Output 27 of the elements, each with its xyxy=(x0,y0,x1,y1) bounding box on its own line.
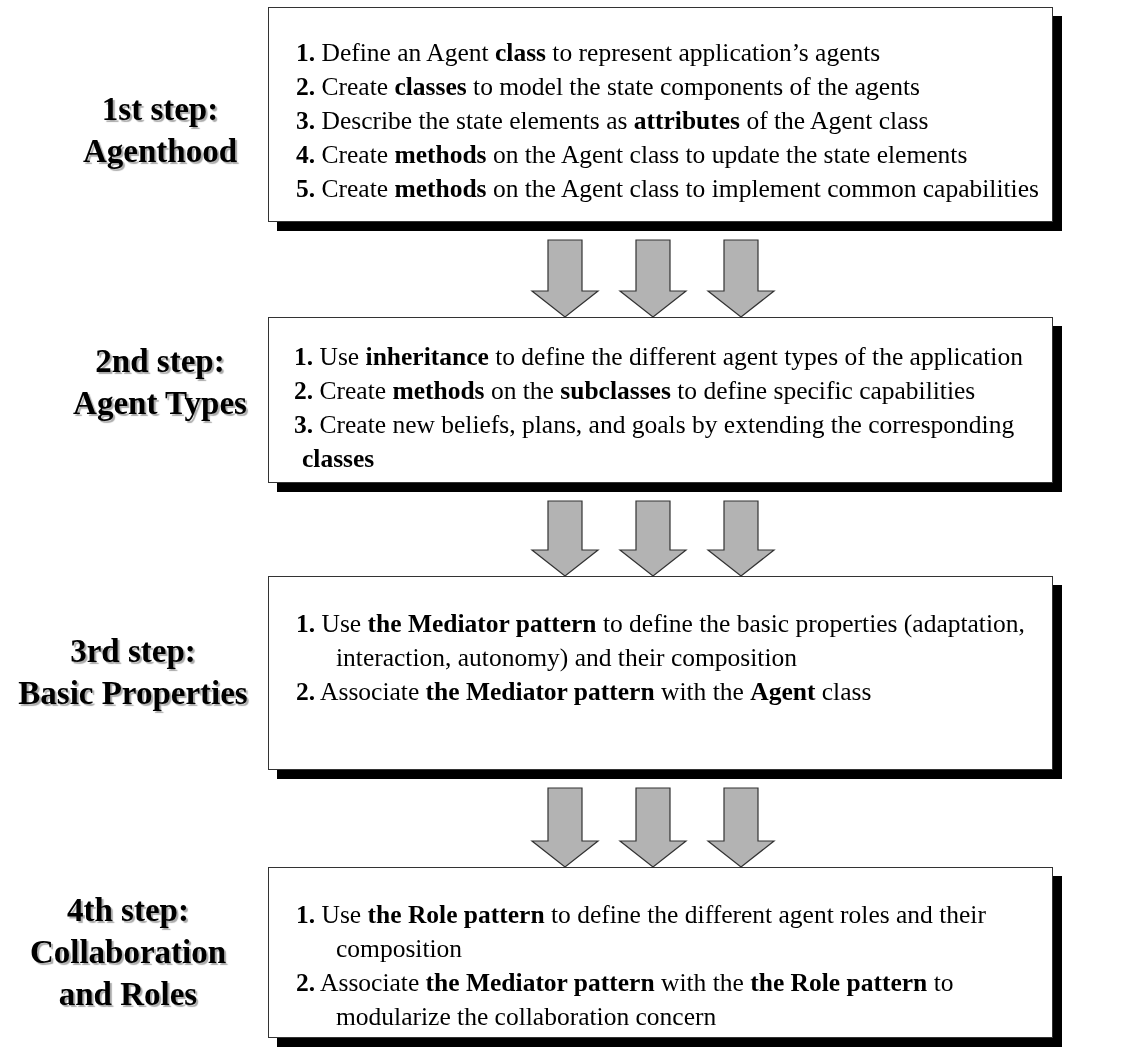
step-label: Collaboration and Roles xyxy=(28,933,228,1014)
step-label: Basic Properties xyxy=(18,674,248,713)
block-arrow xyxy=(618,500,688,577)
block-arrow xyxy=(706,239,776,318)
step-label: Agent Types xyxy=(73,384,247,423)
step-label: 4th step: xyxy=(67,891,189,930)
step-label: 2nd step: xyxy=(95,342,225,381)
step-label: 1st step: xyxy=(101,90,219,129)
block-arrow xyxy=(530,239,600,318)
block-arrow xyxy=(618,239,688,318)
list-item: 2. Associate the Mediator pattern with the the Role pattern to modularize the collaboration concern xyxy=(296,967,955,1033)
list-item: 2. Create methods on the subclasses to define specific capabilities xyxy=(294,375,977,407)
list-item: 3. Create new beliefs, plans, and goals by extending the corresponding classes xyxy=(294,409,1016,475)
block-arrow xyxy=(706,500,776,577)
list-item: 1. Use inheritance to define the different agent types of the application xyxy=(294,341,1024,373)
step-label: 3rd step: xyxy=(70,632,196,671)
list-item: 2. Associate the Mediator pattern with the Agent class xyxy=(296,676,873,708)
list-item: 3. Describe the state elements as attributes of the Agent class xyxy=(296,105,930,137)
block-arrow xyxy=(706,787,776,868)
step-label: Agenthood xyxy=(83,132,237,171)
list-item: 5. Create methods on the Agent class to implement common capabilities xyxy=(296,173,1040,205)
list-item: 4. Create methods on the Agent class to update the state elements xyxy=(296,139,969,171)
block-arrow xyxy=(530,787,600,868)
list-item: 1. Define an Agent class to represent application’s agents xyxy=(296,37,882,69)
list-item: 2. Create classes to model the state components of the agents xyxy=(296,71,921,103)
block-arrow xyxy=(530,500,600,577)
block-arrow xyxy=(618,787,688,868)
